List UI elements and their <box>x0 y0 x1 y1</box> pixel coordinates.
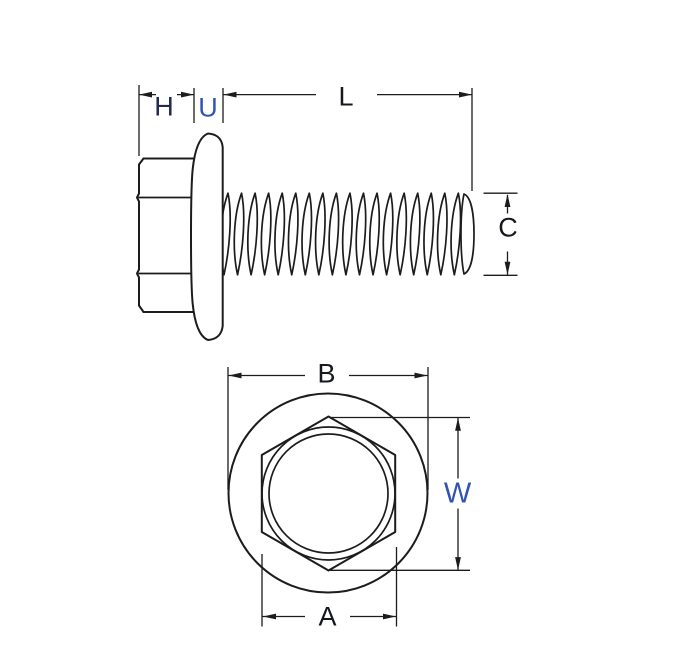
flange-circle <box>227 392 429 594</box>
thread-leaf <box>260 192 272 276</box>
dim-line-w <box>330 416 470 571</box>
hexagon-outline <box>260 415 397 572</box>
thread-leaf <box>274 192 286 276</box>
thread-leaf <box>409 192 421 276</box>
hex-head-facet-lines <box>138 196 195 275</box>
arrow-c-down <box>504 261 511 275</box>
dim-line-a <box>261 547 398 627</box>
thread-leaf <box>382 192 394 276</box>
thread-leaf <box>328 192 340 276</box>
thread-leaf <box>423 192 435 276</box>
shaft-end-cap <box>460 193 475 275</box>
arrow-w-up <box>455 417 461 431</box>
dim-line-b <box>227 367 429 490</box>
dim-label-w: W <box>443 477 472 509</box>
side-view-extension-lines <box>138 85 473 191</box>
flange-profile <box>190 132 224 341</box>
arrow-b-right <box>414 372 428 379</box>
arrow-c-up <box>504 194 511 207</box>
dim-label-c: C <box>498 212 518 242</box>
side-view-object-lines <box>136 132 475 341</box>
inner-circle <box>268 433 389 554</box>
thread-pattern <box>219 192 462 276</box>
dim-label-u: U <box>198 92 218 123</box>
end-view-object-lines <box>227 392 429 594</box>
thread-leaf <box>246 192 259 276</box>
thread-leaf <box>355 192 367 276</box>
thread-leaf <box>450 192 462 276</box>
thread-leaf <box>436 192 448 276</box>
thread-leaf <box>314 192 326 276</box>
arrow-b-left <box>228 372 242 379</box>
thread-leaf <box>301 192 313 276</box>
thread-leaf <box>396 192 408 276</box>
hex-head-left-edge <box>136 157 145 313</box>
arrow-h-right <box>181 91 194 98</box>
arrow-u-right <box>223 91 237 98</box>
arrow-w-down <box>455 557 461 571</box>
thread-leaf <box>341 192 353 276</box>
thread-leaf <box>233 192 245 276</box>
dim-label-h: H <box>154 91 174 121</box>
dim-label-b: B <box>317 358 336 389</box>
dim-label-l: L <box>338 81 354 111</box>
arrow-a-right <box>383 613 396 620</box>
arrow-l-right <box>459 91 472 98</box>
arrow-h-left <box>139 91 152 98</box>
dim-line-c <box>483 192 518 276</box>
dim-label-a: A <box>318 601 337 631</box>
arrowheads <box>139 91 511 620</box>
thread-leaf <box>368 192 381 276</box>
chamfer-circle <box>261 426 396 561</box>
arrow-a-left <box>263 613 276 620</box>
thread-leaf <box>287 192 299 276</box>
